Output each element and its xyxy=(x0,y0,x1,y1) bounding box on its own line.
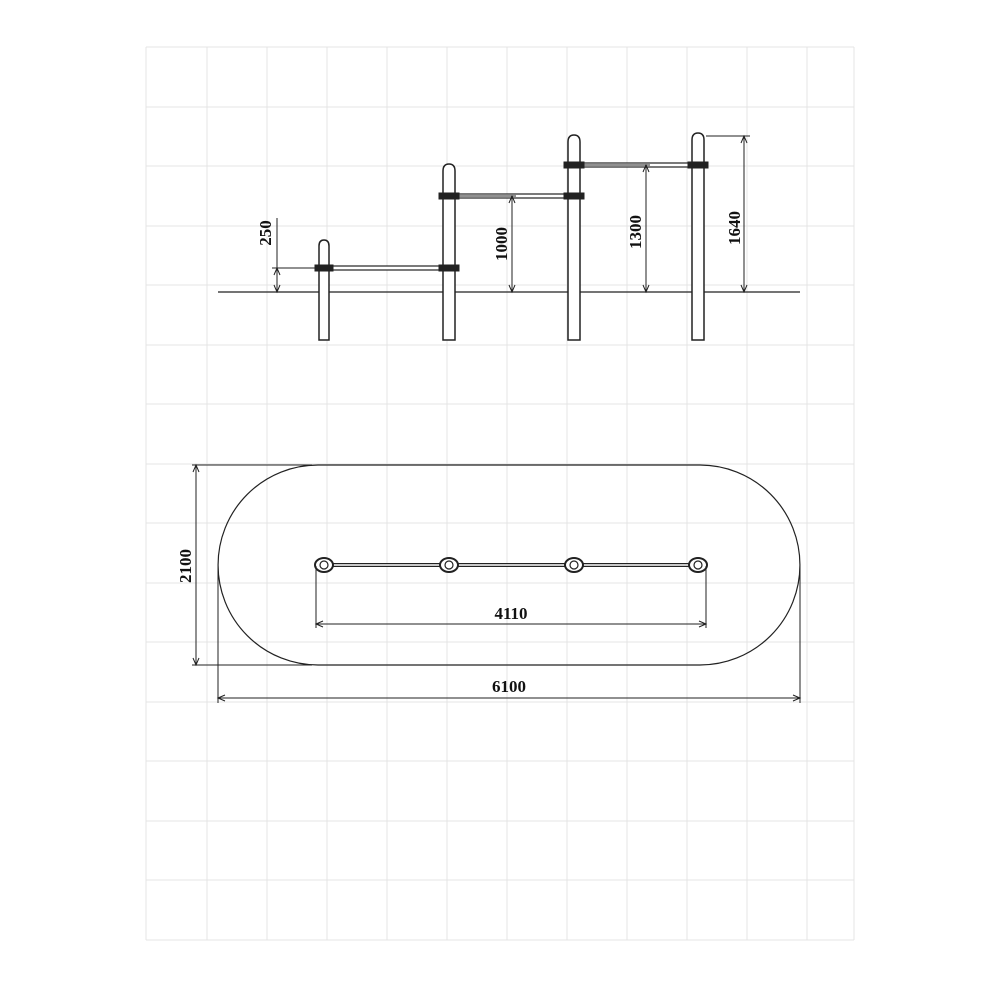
plan-post-1 xyxy=(314,557,334,573)
dim-label-1000: 1000 xyxy=(492,227,511,261)
dimension-2100: 2100 xyxy=(176,463,312,667)
post-1 xyxy=(318,239,330,341)
plan-post-3 xyxy=(564,557,584,573)
dim-label-6100: 6100 xyxy=(492,677,526,696)
bar-1 xyxy=(330,265,442,271)
elevation-view: 250 1000 1300 1640 xyxy=(218,132,800,341)
plan-view: 4110 2100 6100 xyxy=(176,463,802,703)
post-2 xyxy=(442,163,456,341)
post-4 xyxy=(691,132,705,341)
dim-label-4110: 4110 xyxy=(494,604,527,623)
post-3 xyxy=(567,134,581,341)
plan-post-4 xyxy=(688,557,708,573)
dim-label-1300: 1300 xyxy=(626,215,645,249)
dimension-250: 250 xyxy=(256,218,318,294)
plan-post-2 xyxy=(439,557,459,573)
dimension-6100: 6100 xyxy=(216,566,802,703)
background-grid xyxy=(145,46,855,941)
dimension-1300: 1300 xyxy=(584,163,650,294)
safety-area-outline xyxy=(217,464,801,666)
dimension-1000: 1000 xyxy=(459,194,516,294)
dimension-4110: 4110 xyxy=(314,566,708,628)
dim-label-1640: 1640 xyxy=(725,211,744,245)
dim-label-250: 250 xyxy=(256,220,275,246)
bar-clamps xyxy=(314,161,709,272)
dimension-1640: 1640 xyxy=(706,134,750,294)
dim-label-2100: 2100 xyxy=(176,549,195,583)
